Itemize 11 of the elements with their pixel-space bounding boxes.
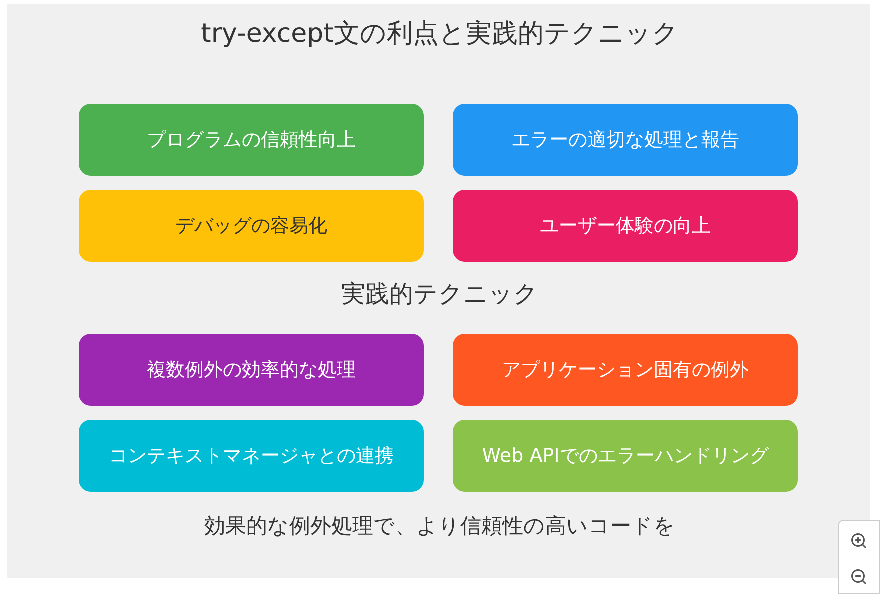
topic-box: エラーの適切な処理と報告 [453, 104, 798, 176]
topic-box: コンテキストマネージャとの連携 [79, 420, 424, 492]
topic-box: プログラムの信頼性向上 [79, 104, 424, 176]
topic-box: 複数例外の効率的な処理 [79, 334, 424, 406]
topic-box: Web APIでのエラーハンドリング [453, 420, 798, 492]
footer-text: 効果的な例外処理で、より信頼性の高いコードを [204, 513, 676, 540]
topic-box: ユーザー体験の向上 [453, 190, 798, 262]
topic-box: デバッグの容易化 [79, 190, 424, 262]
section-heading: 実践的テクニック [340, 279, 540, 310]
title: try-except文の利点と実践的テクニック [200, 18, 680, 51]
topic-box: アプリケーション固有の例外 [453, 334, 798, 406]
